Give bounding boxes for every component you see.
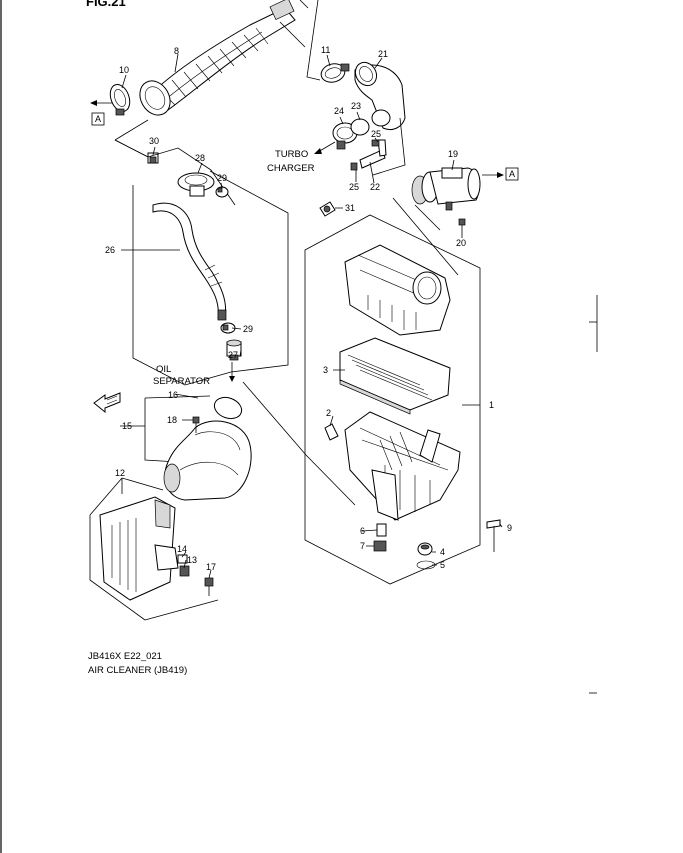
callout-14: 14 bbox=[177, 544, 187, 554]
figure-code: JB416X E22_021 bbox=[88, 651, 162, 662]
callout-21: 21 bbox=[378, 49, 388, 59]
oil-separator-case-part-12 bbox=[99, 496, 179, 601]
oil-label: OIL bbox=[156, 364, 171, 375]
callout-11: 11 bbox=[321, 45, 330, 55]
connector-part-28 bbox=[177, 172, 215, 197]
callout-19: 19 bbox=[448, 149, 458, 159]
group-box-26 bbox=[132, 170, 289, 386]
callout-25-upper: 25 bbox=[371, 129, 381, 139]
screw-part-17 bbox=[204, 577, 214, 596]
callout-8: 8 bbox=[174, 46, 179, 56]
leader-line bbox=[306, 0, 406, 176]
o-ring-part-23 bbox=[350, 118, 370, 136]
hose-clamp-part-10 bbox=[109, 83, 131, 116]
callout-20: 20 bbox=[456, 238, 466, 248]
arrow-to-separator bbox=[229, 362, 235, 382]
callout-13: 13 bbox=[187, 555, 197, 565]
bolt-part-9 bbox=[486, 519, 501, 552]
lower-case bbox=[344, 411, 461, 521]
upper-case bbox=[344, 244, 451, 336]
figure-label: FIG.21 bbox=[86, 0, 126, 9]
clamp-part-2 bbox=[324, 423, 339, 441]
front-direction-arrow bbox=[93, 392, 121, 414]
resonator-duct-part-15 bbox=[163, 396, 252, 501]
callout-22: 22 bbox=[370, 182, 380, 192]
callout-10: 10 bbox=[119, 65, 129, 75]
svg-text:A: A bbox=[95, 114, 101, 124]
separator-label: SEPARATOR bbox=[153, 376, 210, 387]
callout-31: 31 bbox=[345, 203, 355, 213]
callout-23: 23 bbox=[351, 101, 361, 111]
callout-24: 24 bbox=[334, 106, 344, 116]
bolt-part-25-lower bbox=[350, 162, 358, 171]
callout-17: 17 bbox=[206, 562, 216, 572]
filter-element-part-3 bbox=[339, 337, 451, 415]
ref-box-a-left: A bbox=[91, 112, 105, 126]
grommet-part-4 bbox=[417, 542, 433, 556]
svg-text:A: A bbox=[509, 169, 515, 179]
intake-hose-part-8 bbox=[139, 0, 296, 116]
clip-part-31 bbox=[319, 201, 336, 217]
valve-part-27 bbox=[226, 339, 242, 361]
grommet-part-7 bbox=[373, 540, 387, 552]
turbo-label-2: CHARGER bbox=[267, 163, 315, 174]
bolt-part-25-upper bbox=[371, 139, 380, 147]
callout-30: 30 bbox=[149, 136, 159, 146]
arrow-to-turbo bbox=[314, 141, 336, 154]
group-box-1 bbox=[304, 214, 481, 585]
callout-16: 16 bbox=[168, 390, 178, 400]
callout-4: 4 bbox=[440, 547, 445, 557]
callout-15: 15 bbox=[122, 421, 132, 431]
ref-box-a-right: A bbox=[505, 167, 519, 181]
callout-leaders bbox=[120, 53, 503, 579]
callout-2: 2 bbox=[326, 408, 331, 418]
bracket-part-22 bbox=[359, 139, 387, 169]
airflow-sensor-part-19 bbox=[411, 167, 481, 211]
callout-25-lower: 25 bbox=[349, 182, 359, 192]
callout-1: 1 bbox=[489, 400, 494, 410]
callout-18: 18 bbox=[167, 415, 177, 425]
screw-part-20 bbox=[458, 218, 466, 232]
grommet-part-14 bbox=[177, 554, 188, 564]
leader-line bbox=[144, 381, 356, 506]
turbo-label-1: TURBO bbox=[275, 149, 308, 160]
arrow-to-a-right bbox=[482, 172, 504, 178]
clip-part-30 bbox=[147, 152, 159, 164]
clamp-part-29-lower bbox=[220, 322, 236, 334]
leader-line bbox=[89, 477, 219, 621]
callout-26: 26 bbox=[105, 245, 115, 255]
callout-29-upper: 29 bbox=[217, 173, 227, 183]
leader-line bbox=[392, 197, 459, 276]
hose-part-26 bbox=[152, 202, 227, 321]
drain-part-6 bbox=[376, 523, 387, 537]
callout-12: 12 bbox=[115, 468, 125, 478]
callout-5: 5 bbox=[440, 560, 445, 570]
clamp-part-11 bbox=[320, 63, 350, 83]
callout-9: 9 bbox=[507, 523, 512, 533]
figure-title: AIR CLEANER (JB419) bbox=[88, 665, 187, 676]
callout-28: 28 bbox=[195, 153, 205, 163]
callout-29-lower: 29 bbox=[243, 324, 253, 334]
callout-7: 7 bbox=[360, 541, 365, 551]
outlet-duct-part-21 bbox=[354, 61, 406, 131]
callout-27: 27 bbox=[228, 350, 238, 360]
callout-6: 6 bbox=[360, 526, 365, 536]
callout-3: 3 bbox=[323, 365, 328, 375]
arrow-to-a-left bbox=[90, 100, 112, 106]
